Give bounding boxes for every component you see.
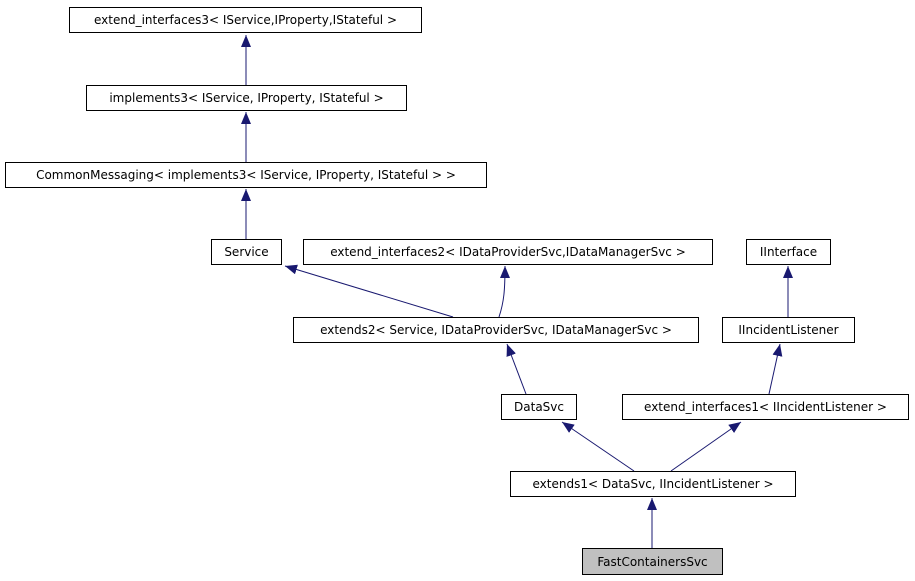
node-IInterface[interactable]: IInterface	[746, 239, 831, 265]
edge-extends1-to-DataSvc	[561, 421, 635, 472]
node-extends2[interactable]: extends2< Service, IDataProviderSvc, IDa…	[293, 317, 699, 343]
edge-extends2-to-Service	[284, 264, 454, 318]
node-implements3[interactable]: implements3< IService, IProperty, IState…	[86, 85, 407, 111]
node-Service[interactable]: Service	[211, 239, 282, 265]
node-CommonMessaging[interactable]: CommonMessaging< implements3< IService, …	[5, 162, 487, 188]
edge-DataSvc-to-extends2	[506, 343, 527, 395]
edge-extends2-to-extend_interfaces2	[498, 265, 510, 318]
node-extend_interfaces3[interactable]: extend_interfaces3< IService,IProperty,I…	[69, 7, 422, 33]
node-extends1[interactable]: extends1< DataSvc, IIncidentListener >	[510, 471, 796, 497]
node-DataSvc[interactable]: DataSvc	[501, 394, 577, 420]
node-extend_interfaces2[interactable]: extend_interfaces2< IDataProviderSvc,IDa…	[303, 239, 713, 265]
node-IIncidentListener[interactable]: IIncidentListener	[722, 317, 855, 343]
edge-extend_interfaces1-to-IIncidentListener	[768, 343, 783, 395]
node-FastContainersSvc[interactable]: FastContainersSvc	[582, 548, 723, 575]
edge-extends1-to-extend_interfaces1	[670, 421, 742, 472]
node-extend_interfaces1[interactable]: extend_interfaces1< IIncidentListener >	[622, 394, 909, 420]
